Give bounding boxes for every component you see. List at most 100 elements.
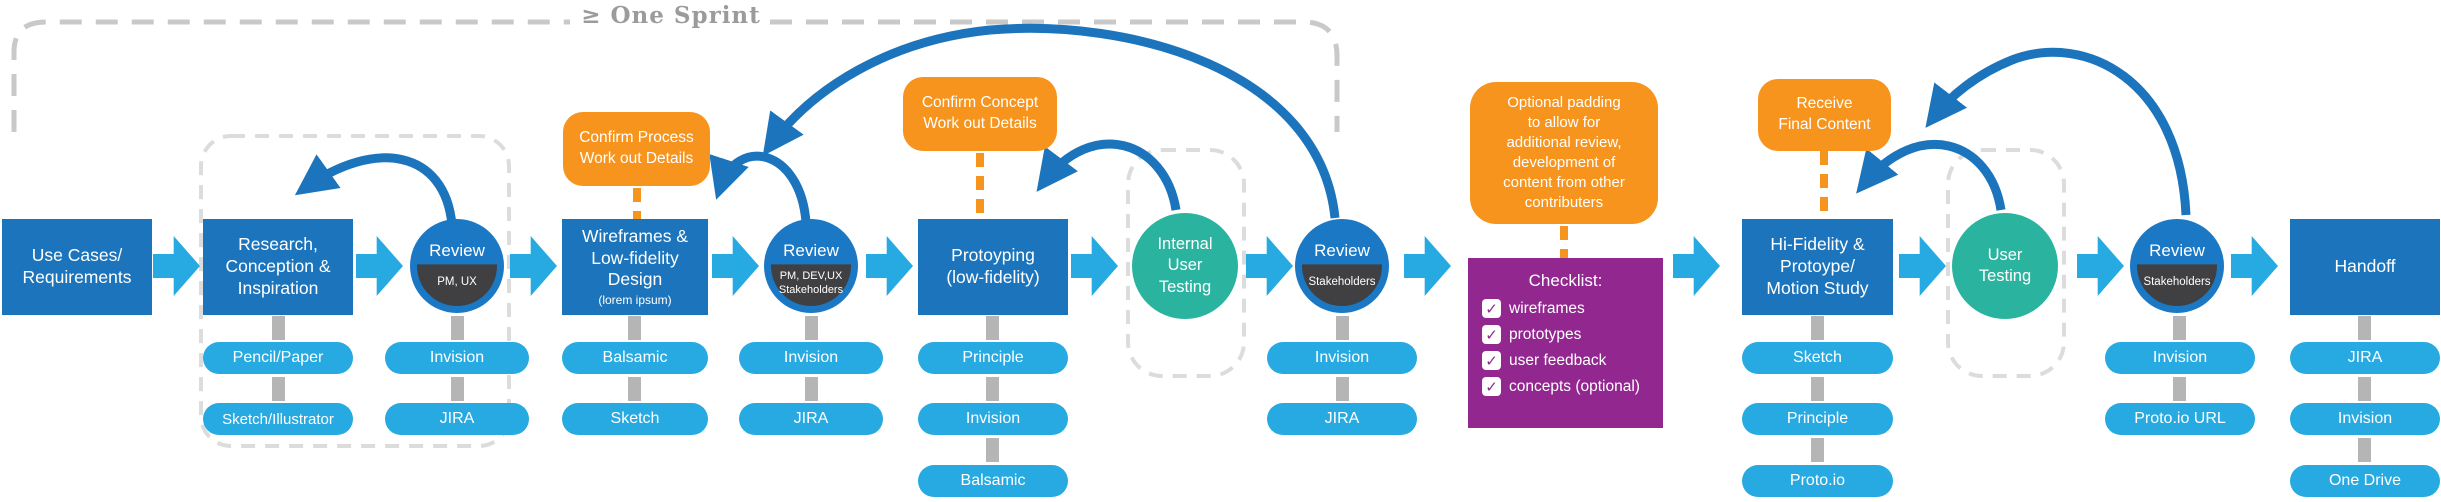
review-4-label: Review [2149,241,2205,260]
tool-pill-invision: Invision [2290,403,2440,435]
sprint-bracket-left [11,19,570,132]
review-circle-2: Review PM, DEV,UX Stakeholders [764,219,858,313]
tool-connector [986,438,999,462]
tool-connector [628,377,641,401]
checklist-item: ✓ user feedback [1482,351,1663,370]
confirm-concept-text: Confirm Concept Work out Details [921,94,1039,132]
tool-label: Sketch/Illustrator [222,410,334,428]
checklist-item: ✓ wireframes [1482,299,1663,318]
review-1-label: Review [429,241,485,260]
stage-research: Research, Conception & Inspiration [203,219,353,315]
review-circle-4: Review Stakeholders [2130,219,2224,313]
tool-label: Invision [429,349,485,366]
tool-pill-jira: JIRA [385,403,529,435]
tool-label: Balsamic [960,472,1026,489]
checklist-item-label: user feedback [1509,351,1607,369]
tool-pill-principle: Principle [918,342,1068,374]
feedback-arc-review2-to-wireframes [709,151,811,223]
checklist-item: ✓ concepts (optional) [1482,377,1663,396]
stage-wireframes-note: (lorem ipsum) [598,293,672,308]
checklist-item: ✓ prototypes [1482,325,1663,344]
tool-connector [2358,438,2371,462]
checklist-item-label: concepts (optional) [1509,377,1640,395]
tool-label: JIRA [793,410,829,427]
checklist-title: Checklist: [1528,271,1603,290]
review-1-participants-panel [417,264,497,306]
tool-pill-invision: Invision [385,342,529,374]
tool-connector [2173,377,2186,401]
tool-label: Sketch [610,410,660,427]
checklist-box: Checklist: ✓ wireframes ✓ prototypes ✓ u… [1468,258,1663,428]
tool-connector [1336,316,1349,340]
tool-pill-one-drive: One Drive [2290,465,2440,497]
tool-label: Invision [1314,349,1370,366]
tool-label: Principle [962,349,1024,366]
review-3-participants-panel [1302,264,1382,306]
tool-pill-jira: JIRA [1267,403,1417,435]
tool-label: JIRA [1324,410,1360,427]
tool-connector [2358,377,2371,401]
tool-label: Sketch [1793,349,1842,366]
research-group-outline [199,134,511,448]
tool-pill-balsamic: Balsamic [562,342,708,374]
tool-label: Invision [2337,410,2393,427]
checkbox-checked-icon: ✓ [1482,351,1501,370]
tool-connector [2173,316,2186,340]
tool-pill-invision: Invision [2105,342,2255,374]
receive-final-content-text: Receive Final Content [1778,95,1871,133]
feedback-arc-iut-to-prototyping [1036,139,1181,211]
feedback-arc-review4-to-hifidelity [1925,47,2191,216]
tool-connector [272,316,285,340]
stage-prototyping: Protoyping (low-fidelity) [918,219,1068,315]
stage-prototyping-label: Protoyping (low-fidelity) [946,245,1040,287]
tool-label: JIRA [2347,349,2383,366]
tool-label: Pencil/Paper [232,349,324,366]
stage-wireframes-label: Wireframes & Low-fidelity Design [582,225,688,290]
tool-pill-invision: Invision [739,342,883,374]
stage-handoff: Handoff [2290,219,2440,315]
tool-pill-sketch: Sketch [1742,342,1893,374]
tool-label: Invision [783,349,839,366]
stage-hi-fidelity-label: Hi-Fidelity & Protoype/ Motion Study [1766,234,1869,298]
tool-label: Balsamic [602,349,668,366]
review-3-participants: Stakeholders [1308,276,1376,288]
tool-connector [986,316,999,340]
stage-handoff-label: Handoff [2334,256,2396,277]
tool-pill-jira: JIRA [739,403,883,435]
feedback-arc-review3-to-wireframes [762,23,1340,219]
stage-use-cases-label: Use Cases/ Requirements [22,245,132,287]
tool-label: Proto.io [1789,472,1846,489]
tool-connector [2358,316,2371,340]
stage-research-label: Research, Conception & Inspiration [225,234,331,298]
checkbox-checked-icon: ✓ [1482,377,1501,396]
tool-pill-jira: JIRA [2290,342,2440,374]
tool-label: JIRA [439,410,475,427]
internal-user-testing-outline [1126,148,1246,378]
tool-label: Proto.io URL [2134,410,2226,427]
tool-connector [805,377,818,401]
confirm-process-text: Confirm Process Work out Details [579,129,694,167]
tool-pill-balsamic: Balsamic [918,465,1068,497]
tool-pill-invision: Invision [1267,342,1417,374]
tool-connector [1811,377,1824,401]
user-testing-label: User Testing [1978,245,2032,285]
review-circle-3: Review Stakeholders [1295,219,1389,313]
optional-padding-callout: Optional padding to allow for additional… [1470,82,1658,224]
tool-label: Invision [2152,349,2208,366]
tool-pill-sketch: Sketch [562,403,708,435]
tool-connector [805,316,818,340]
tool-label: Invision [965,410,1021,427]
tool-label: One Drive [2328,472,2402,489]
confirm-process-callout: Confirm Process Work out Details [563,112,710,186]
review-4-participants-panel [2137,264,2217,306]
tool-pill-pencil-paper: Pencil/Paper [203,342,353,374]
tool-pill-proto-io-url: Proto.io URL [2105,403,2255,435]
feedback-arc-ut-to-hifidelity [1856,140,2006,211]
checkbox-checked-icon: ✓ [1482,299,1501,318]
optional-padding-text: Optional padding to allow for additional… [1503,94,1625,211]
tool-connector [1811,316,1824,340]
review-3-label: Review [1314,241,1370,260]
stage-wireframes: Wireframes & Low-fidelity Design (lorem … [562,219,708,315]
